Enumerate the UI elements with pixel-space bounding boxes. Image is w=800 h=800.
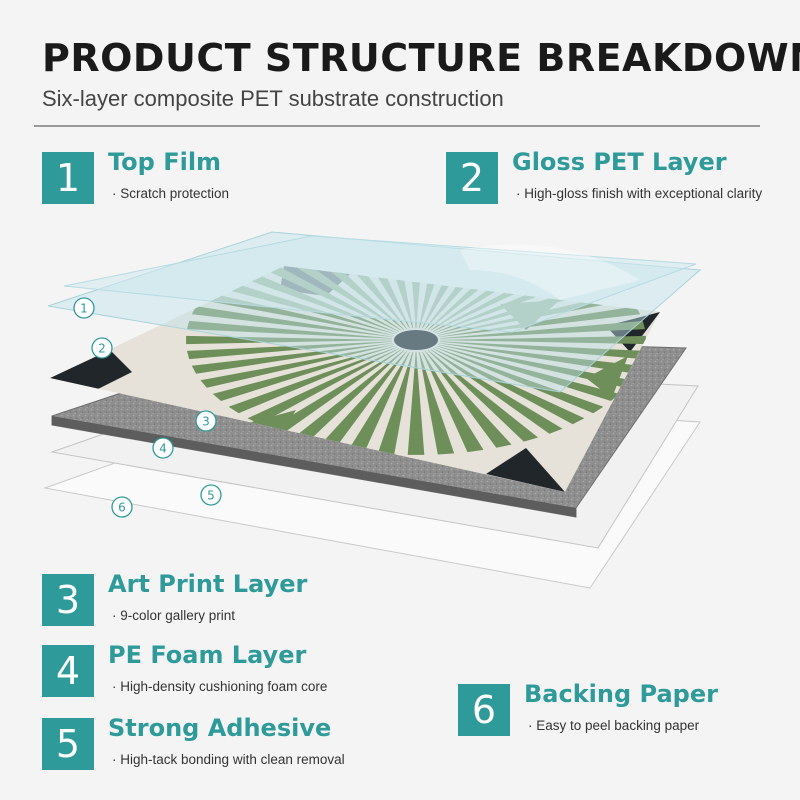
art-ray bbox=[427, 350, 539, 442]
art-corner-shape bbox=[50, 350, 132, 392]
art-ray bbox=[228, 347, 398, 414]
layer-number-badge: 1 bbox=[42, 152, 94, 204]
layer-name: Gloss PET Layer bbox=[512, 148, 727, 176]
art-ray bbox=[424, 351, 512, 448]
layer-description: Scratch protection bbox=[112, 186, 229, 201]
art-ray bbox=[430, 349, 563, 434]
layer-description: 9-color gallery print bbox=[112, 608, 235, 623]
layer-name: PE Foam Layer bbox=[108, 641, 307, 669]
svg-text:4: 4 bbox=[159, 442, 167, 456]
art-ray bbox=[200, 344, 394, 388]
art-ray bbox=[436, 345, 620, 401]
layer-marker-1: 1 bbox=[73, 297, 95, 319]
film-sheen bbox=[460, 244, 640, 300]
layer-description: High-density cushioning foam core bbox=[112, 679, 327, 694]
layer-name: Backing Paper bbox=[524, 680, 718, 708]
art-ray bbox=[418, 351, 455, 455]
art-center-dot bbox=[394, 330, 438, 350]
art-ray bbox=[439, 320, 645, 339]
art-ray bbox=[377, 351, 414, 455]
art-ray bbox=[432, 348, 585, 425]
art-ray bbox=[422, 351, 484, 453]
layer-description: High-tack bonding with clean removal bbox=[112, 752, 344, 767]
svg-text:6: 6 bbox=[118, 501, 126, 515]
art-ray bbox=[348, 351, 410, 453]
layer-marker-2: 2 bbox=[91, 337, 113, 359]
art-ray bbox=[438, 344, 632, 388]
layer-number-badge: 3 bbox=[42, 574, 94, 626]
layer-description: Easy to peel backing paper bbox=[528, 718, 699, 733]
layer-description: High-gloss finish with exceptional clari… bbox=[516, 186, 762, 201]
art-corner-shape bbox=[606, 312, 660, 352]
art-ray bbox=[439, 341, 645, 360]
layer-number-badge: 4 bbox=[42, 645, 94, 697]
art-ray bbox=[434, 347, 604, 414]
svg-text:1: 1 bbox=[80, 302, 88, 316]
layer-marker-3: 3 bbox=[195, 410, 217, 432]
layer-name: Strong Adhesive bbox=[108, 714, 332, 742]
art-ray bbox=[293, 350, 405, 442]
layer-number-badge: 6 bbox=[458, 684, 510, 736]
svg-text:3: 3 bbox=[202, 415, 210, 429]
art-ray bbox=[407, 352, 425, 455]
art-ray bbox=[212, 345, 396, 401]
pe-foam-edge bbox=[52, 416, 576, 517]
header-divider bbox=[34, 125, 760, 127]
art-ray bbox=[247, 348, 400, 425]
page-subtitle: Six-layer composite PET substrate constr… bbox=[42, 86, 504, 111]
art-ray bbox=[187, 341, 393, 360]
layer-marker-6: 6 bbox=[111, 496, 133, 518]
layer-marker-5: 5 bbox=[200, 484, 222, 506]
layer-marker-4: 4 bbox=[152, 437, 174, 459]
layer-number-badge: 5 bbox=[42, 718, 94, 770]
layer-name: Art Print Layer bbox=[108, 570, 308, 598]
layer-name: Top Film bbox=[108, 148, 222, 176]
art-ray bbox=[187, 320, 393, 339]
art-ray bbox=[191, 306, 393, 337]
svg-text:2: 2 bbox=[98, 342, 106, 356]
layer-number-badge: 2 bbox=[446, 152, 498, 204]
page-title: PRODUCT STRUCTURE BREAKDOWN bbox=[42, 36, 800, 80]
svg-text:5: 5 bbox=[207, 489, 215, 503]
art-ray bbox=[269, 349, 402, 434]
art-ray bbox=[191, 343, 393, 374]
top-film-sheet bbox=[63, 235, 697, 333]
art-corner-shape bbox=[486, 448, 565, 492]
art-ray bbox=[440, 335, 646, 345]
art-ray bbox=[320, 351, 408, 448]
